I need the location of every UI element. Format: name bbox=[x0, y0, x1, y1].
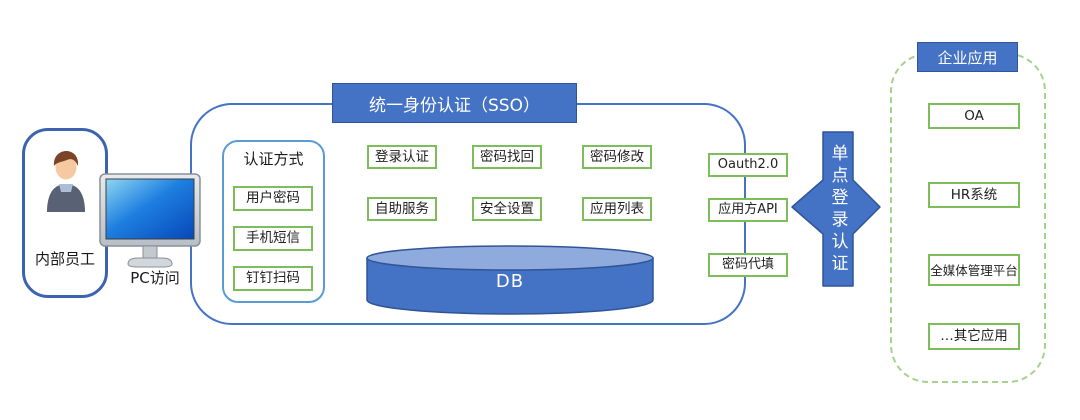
sso-double-arrow-icon bbox=[790, 130, 882, 288]
app-other: …其它应用 bbox=[928, 323, 1020, 350]
pc-access-label: PC访问 bbox=[130, 269, 180, 287]
auth-method-dingtalk-scan: 钉钉扫码 bbox=[233, 266, 313, 291]
interface-password-fill: 密码代填 bbox=[708, 253, 788, 277]
app-hr-system: HR系统 bbox=[928, 182, 1020, 208]
function-self-service: 自助服务 bbox=[367, 197, 437, 221]
app-media-platform: 全媒体管理平台 bbox=[928, 254, 1020, 286]
auth-method-user-password: 用户密码 bbox=[233, 186, 313, 211]
interface-app-api: 应用方API bbox=[708, 198, 788, 222]
function-login-auth: 登录认证 bbox=[367, 145, 437, 169]
interface-oauth: Oauth2.0 bbox=[708, 153, 788, 177]
person-icon bbox=[43, 150, 89, 212]
auth-methods-title: 认证方式 bbox=[243, 150, 304, 168]
function-app-list: 应用列表 bbox=[582, 197, 652, 221]
app-oa: OA bbox=[928, 103, 1020, 129]
function-password-change: 密码修改 bbox=[582, 145, 652, 169]
function-security-settings: 安全设置 bbox=[472, 197, 542, 221]
sso-arrow-label-wrap: 单点登录认证 bbox=[820, 134, 856, 286]
function-password-recovery: 密码找回 bbox=[472, 145, 542, 169]
internal-employee-label: 内部员工 bbox=[34, 250, 95, 268]
sso-title: 统一身份认证（SSO） bbox=[332, 83, 577, 123]
db-label: DB bbox=[495, 270, 525, 292]
sso-arrow-label: 单点登录认证 bbox=[827, 144, 848, 276]
db-cylinder-icon bbox=[365, 244, 655, 316]
enterprise-apps-title: 企业应用 bbox=[917, 42, 1018, 72]
pc-monitor-icon bbox=[98, 172, 202, 268]
auth-method-sms: 手机短信 bbox=[233, 226, 313, 251]
